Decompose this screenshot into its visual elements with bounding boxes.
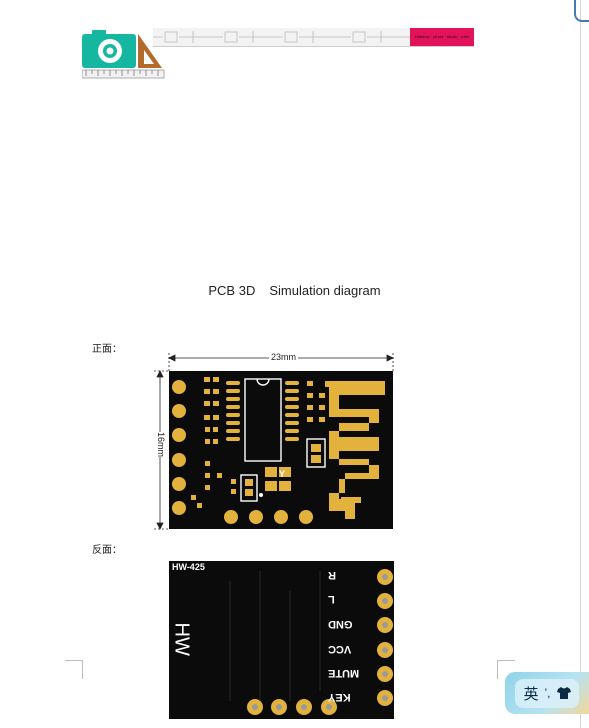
pcb-pin-r: R <box>328 569 336 581</box>
camera-ruler-logo <box>82 30 165 79</box>
pcb-pin-l: L <box>328 593 335 605</box>
page-title: PCB 3D Simulation diagram <box>0 283 589 298</box>
front-label: 正面： <box>92 344 122 355</box>
back-label: 反面： <box>92 545 122 556</box>
scroll-corner <box>574 0 589 22</box>
pcb-brand-label: HW <box>170 622 193 656</box>
svg-text:Y: Y <box>279 469 285 479</box>
pcb-pin-mute: MUTE <box>328 667 360 679</box>
ime-mode-toggle[interactable]: 英 <box>523 684 539 703</box>
banner-tag: Hotshop · photo · studio · ruler <box>410 28 474 46</box>
pcb-pin-vcc: VCC <box>328 643 352 655</box>
pcb-front-image: Y <box>169 371 393 529</box>
punctuation-icon[interactable]: ’, <box>544 686 551 700</box>
header-banner <box>153 28 474 47</box>
crop-mark-left <box>65 660 83 679</box>
width-dimension: 23mm <box>269 352 299 362</box>
title-sub: Simulation diagram <box>269 283 381 298</box>
pcb-back-image: HW-425 HW R L GND VCC MUTE KEY <box>169 561 394 719</box>
pcb-pin-key: KEY <box>328 691 351 703</box>
tshirt-icon[interactable] <box>556 687 571 699</box>
title-main: PCB 3D <box>208 283 256 298</box>
page-edge <box>580 0 581 728</box>
pcb-pin-gnd: GND <box>328 618 353 630</box>
height-dimension: 16mm <box>154 432 168 458</box>
crop-mark-right <box>497 660 515 679</box>
ime-toolbar[interactable]: 英 ’, <box>505 672 589 714</box>
pcb-model-label: HW-425 <box>172 562 205 572</box>
